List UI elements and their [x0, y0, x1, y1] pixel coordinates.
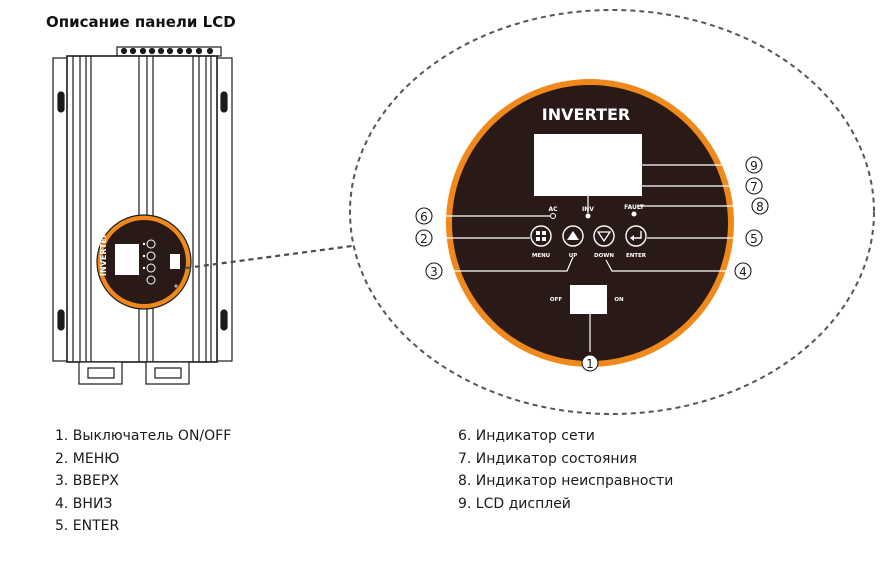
- on-off-switch[interactable]: OFF ON: [550, 285, 624, 314]
- svg-text:UP: UP: [569, 253, 578, 259]
- legend-item: 4. ВНИЗ: [55, 495, 113, 512]
- legend-item: 2. МЕНЮ: [55, 450, 120, 467]
- diagram: INVERTER INVERTER AC INV FAULT: [52, 9, 875, 415]
- callout-2: 2: [415, 229, 433, 247]
- svg-text:5: 5: [750, 232, 758, 246]
- zoom-ellipse: [349, 9, 875, 415]
- svg-text:AC: AC: [548, 206, 558, 213]
- callout-6: 6: [415, 207, 433, 225]
- down-button[interactable]: DOWN: [593, 225, 615, 259]
- legend-item: 1. Выключатель ON/OFF: [55, 428, 232, 444]
- fault-indicator: FAULT: [624, 204, 645, 217]
- legend-right: 6. Индикатор сети 7. Индикатор состояния…: [458, 425, 673, 515]
- callout-7: 7: [745, 177, 763, 195]
- callout-3: 3: [425, 262, 443, 280]
- svg-text:INVERTER: INVERTER: [99, 232, 108, 276]
- up-button[interactable]: UP: [562, 225, 584, 259]
- callout-1: 1: [581, 354, 599, 372]
- svg-text:3: 3: [430, 265, 438, 279]
- page-title: Описание панели LCD: [46, 13, 236, 31]
- legend-item: 8. Индикатор неисправности: [458, 473, 674, 489]
- menu-button[interactable]: MENU: [530, 225, 552, 259]
- callout-9: 9: [745, 156, 763, 174]
- legend-item: 9. LCD дисплей: [458, 495, 571, 512]
- svg-text:8: 8: [756, 200, 764, 214]
- callout-leaders: [431, 164, 752, 352]
- legend-left: 1. Выключатель ON/OFF 2. МЕНЮ 3. ВВЕРХ 4…: [55, 425, 231, 538]
- callout-8: 8: [751, 197, 769, 215]
- svg-text:9: 9: [750, 159, 758, 173]
- svg-text:FAULT: FAULT: [624, 204, 645, 211]
- zoom-connector: [185, 244, 353, 270]
- small-front-panel: INVERTER: [96, 214, 192, 310]
- svg-text:DOWN: DOWN: [594, 253, 614, 259]
- svg-text:ON: ON: [614, 297, 624, 303]
- inverter-unit: [52, 46, 233, 385]
- legend-item: 7. Индикатор состояния: [458, 450, 638, 467]
- svg-text:MENU: MENU: [532, 253, 550, 259]
- legend-item: 5. ENTER: [55, 518, 120, 534]
- top-terminals: [116, 46, 222, 57]
- svg-text:6: 6: [420, 210, 428, 224]
- brand-label: INVERTER: [542, 105, 630, 124]
- svg-text:OFF: OFF: [550, 297, 562, 303]
- callout-5: 5: [745, 229, 763, 247]
- legend-item: 6. Индикатор сети: [458, 428, 595, 444]
- svg-text:2: 2: [420, 232, 428, 246]
- enter-button[interactable]: ENTER: [625, 225, 647, 259]
- legend-item: 3. ВВЕРХ: [55, 473, 119, 489]
- panel-face: [446, 79, 734, 367]
- svg-text:ENTER: ENTER: [626, 253, 647, 259]
- svg-text:4: 4: [739, 265, 747, 279]
- callout-4: 4: [734, 262, 752, 280]
- svg-text:1: 1: [586, 357, 594, 371]
- svg-text:7: 7: [750, 180, 758, 194]
